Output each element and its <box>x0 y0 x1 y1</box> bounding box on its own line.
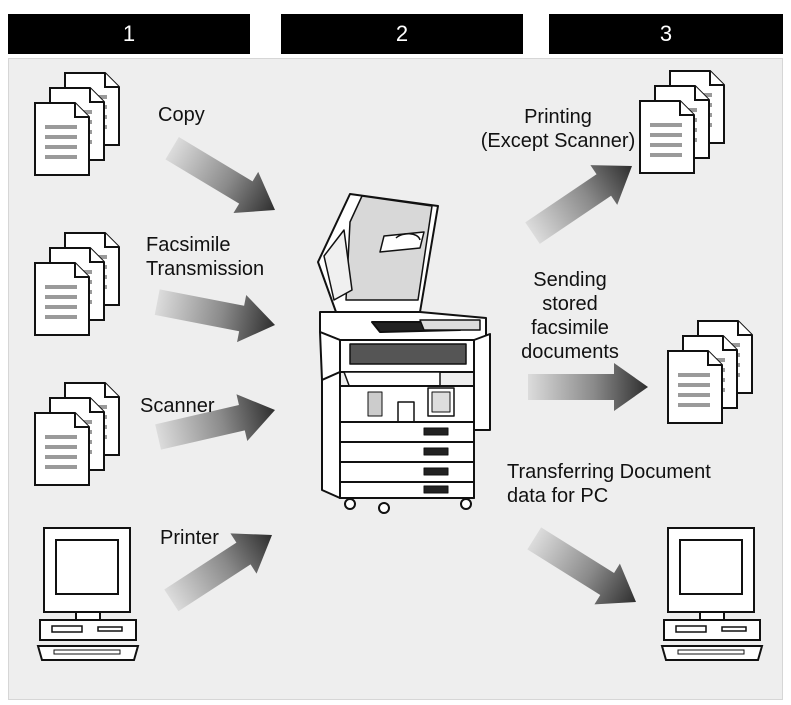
copy-arrow-icon <box>159 127 288 231</box>
printer-computer-icon <box>37 527 139 661</box>
multifunction-copier-icon <box>317 193 491 514</box>
printing-arrow-icon <box>519 146 646 254</box>
fax-arrow-icon <box>152 278 280 349</box>
transfer-arrow-icon <box>521 518 649 623</box>
sending-arrow-icon <box>528 363 648 411</box>
stored-fax-document-icon <box>668 321 752 423</box>
step-2-header: 2 <box>281 14 523 54</box>
transfer-label-line2: data for PC <box>507 485 609 507</box>
copy-label: Copy <box>158 104 205 126</box>
sending-label-line1: Sending <box>533 269 607 291</box>
sending-label-line2: stored <box>542 293 598 315</box>
fax-label-line1: Facsimile <box>146 234 231 256</box>
scanner-document-icon <box>35 383 119 485</box>
step-3-header: 3 <box>549 14 783 54</box>
sending-label-line4: documents <box>521 341 619 363</box>
fax-label-line2: Transmission <box>146 258 265 280</box>
pc-transfer-computer-icon <box>661 527 763 661</box>
step-1-header: 1 <box>8 14 250 54</box>
fax-document-icon <box>35 233 119 335</box>
copy-document-icon <box>35 73 119 175</box>
transfer-label-line1: Transferring Document <box>507 461 711 483</box>
sending-label-line3: facsimile <box>531 317 609 339</box>
scanner-label: Scanner <box>140 395 215 417</box>
printing-label-line1: Printing <box>524 106 592 128</box>
printing-output-document-icon <box>640 71 724 173</box>
printing-label-line2: (Except Scanner) <box>480 130 636 152</box>
printer-label: Printer <box>160 527 219 549</box>
